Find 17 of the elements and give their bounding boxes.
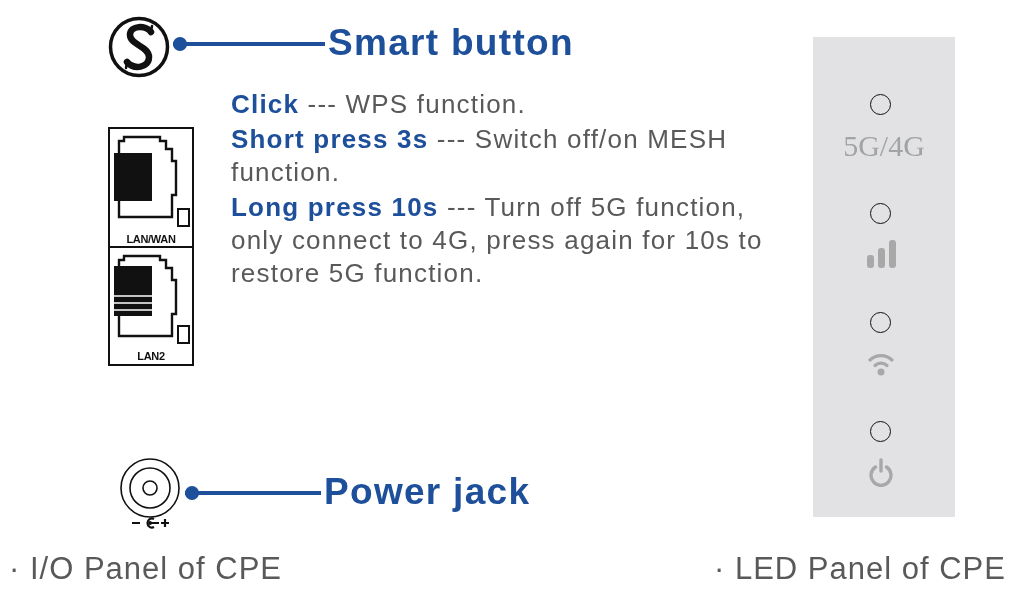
port-label: LAN2: [136, 350, 166, 363]
power-jack-icon: [118, 456, 182, 530]
port-frame: [108, 246, 194, 366]
callout-label: Power jack: [324, 470, 546, 516]
port-frame: [108, 127, 194, 248]
port-label: LAN/WAN: [125, 233, 177, 246]
instruction-text: Long press 10s --- Turn off 5G function, only connect to 4G, press again for 10s to restore 5G function.: [231, 191, 764, 290]
leader-line: [173, 37, 325, 51]
instruction-text: Short press 3s --- Switch off/on MESH function.: [231, 123, 729, 189]
instruction-text: Click --- WPS function.: [231, 88, 527, 121]
panel-caption: · I/O Panel of CPE: [9, 551, 282, 587]
indicator-label: 5G/4G: [842, 130, 926, 162]
callout-label: Smart button: [328, 21, 590, 67]
leader-line: [185, 486, 321, 500]
button-icon: [108, 14, 170, 80]
panel-caption: · LED Panel of CPE: [714, 551, 1006, 587]
led-panel: [813, 37, 955, 517]
